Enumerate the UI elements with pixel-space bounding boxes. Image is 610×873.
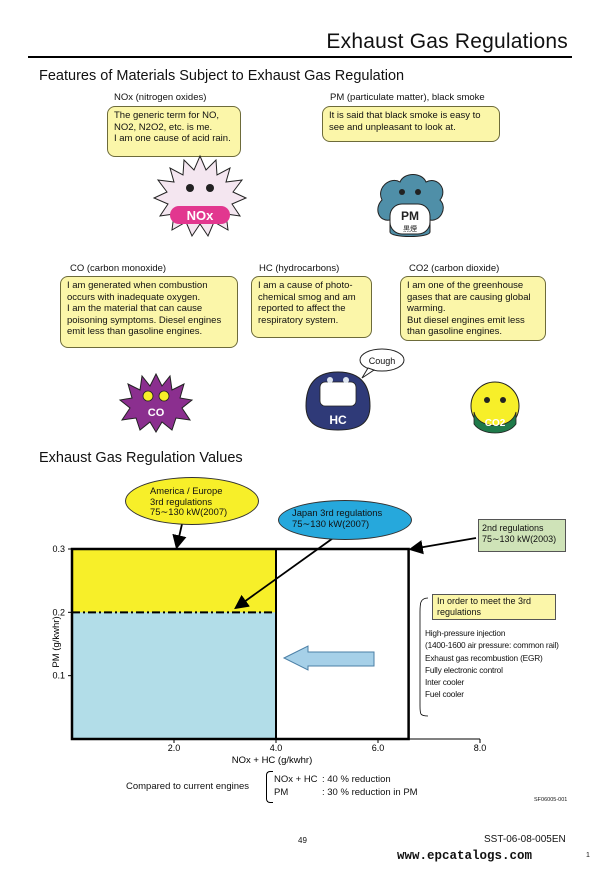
x-tick-label: 4.0	[270, 743, 283, 753]
co-character-icon: CO	[118, 372, 194, 433]
features-heading: Features of Materials Subject to Exhaust…	[39, 68, 405, 84]
america-label-line: 75∼130 kW(2007)	[150, 506, 228, 517]
second-label-line: 75∼130 kW(2003)	[482, 534, 557, 544]
co-badge: CO	[148, 407, 165, 419]
improvement-arrow	[282, 645, 375, 671]
co2-character-icon: CO2	[470, 381, 520, 434]
hc-speech-bubble: I am a cause of photo- chemical smog and…	[251, 276, 372, 338]
co-line: occurs with inadequate oxygen.	[67, 291, 201, 303]
compared-label: Compared to current engines	[126, 781, 250, 792]
y-tick-label: 0.3	[52, 544, 65, 554]
co-line: I am the material that can cause	[67, 303, 203, 315]
measure-item: Fuel cooler	[425, 689, 464, 700]
japan-label-line: 75∼130 kW(2007)	[292, 517, 370, 529]
co-speech-bubble: I am generated when combustion occurs wi…	[60, 276, 238, 348]
reduction-value: : 30 % reduction in PM	[322, 787, 418, 798]
co2-line: warming.	[407, 303, 446, 315]
second-regulations-box: 2nd regulations 75∼130 kW(2003)	[478, 519, 566, 552]
hc-line: respiratory system.	[258, 314, 339, 326]
measure-item: Inter cooler	[425, 677, 465, 688]
meet-regulations-box: In order to meet the 3rd regulations	[432, 594, 556, 620]
x-tick-label: 8.0	[474, 743, 487, 753]
co-line: poisoning symptoms. Diesel engines	[67, 314, 222, 326]
reduction-name: NOx + HC	[274, 774, 318, 785]
x-tick-label: 6.0	[372, 743, 385, 753]
figure-code: SF06005-001	[534, 797, 568, 803]
nox-badge: NOx	[187, 208, 215, 223]
co2-speech-bubble: I am one of the greenhouse gases that ar…	[400, 276, 546, 341]
hc-line: chemical smog and am	[258, 291, 356, 303]
nox-line: NO2, N2O2, etc. is me.	[114, 121, 213, 133]
pm-character-icon: PM 黒煙	[377, 174, 444, 237]
second-label-line: 2nd regulations	[482, 523, 544, 533]
measures-list: High-pressure injection (1400-1600 air p…	[425, 627, 559, 701]
reduction-name: PM	[274, 787, 289, 798]
measure-item: (1400-1600 air pressure: common rail)	[425, 640, 559, 651]
co-line: emit less than gasoline engines.	[67, 326, 203, 338]
pm-speech-bubble: It is said that black smoke is easy to s…	[322, 106, 500, 142]
title-divider	[28, 56, 572, 58]
america-label-line: America / Europe	[150, 485, 223, 496]
nox-character-icon: NOx	[152, 154, 248, 238]
regulation-chart: 2.0 4.0 6.0 8.0 0.1 0.2 0.3 NOx + HC (g/kwhr)…	[51, 523, 487, 766]
hc-character-icon: Cough HC	[305, 348, 405, 431]
y-ticks: 0.1 0.2 0.3	[52, 544, 72, 681]
america-pointer-arrow	[172, 523, 187, 550]
nox-line: The generic term for NO,	[114, 110, 220, 121]
hc-badge: HC	[329, 413, 347, 427]
co-caption: CO (carbon monoxide)	[70, 263, 167, 274]
y-axis-label: PM (g/kwhr)	[51, 616, 62, 667]
pm-line: see and unpleasant to look at.	[329, 121, 456, 133]
america-label-line: 3rd regulations	[150, 495, 213, 507]
meet-label-line: In order to meet the 3rd	[437, 596, 532, 606]
co2-line: than gasoline engines.	[407, 326, 503, 338]
co2-line: I am one of the greenhouse	[407, 280, 524, 291]
document-code: SST-06-08-005EN	[484, 834, 566, 845]
pm-badge: PM	[401, 209, 419, 223]
co-line: I am generated when combustion	[67, 280, 208, 291]
reduction-value: : 40 % reduction	[322, 774, 391, 785]
america-europe-label: America / Europe 3rd regulations 75∼130 …	[150, 485, 228, 518]
co2-line: gases that are causing global	[407, 291, 531, 303]
co2-badge: CO2	[485, 418, 506, 429]
measures-bracket	[419, 597, 429, 717]
japan-label: Japan 3rd regulations 75∼130 kW(2007)	[292, 507, 383, 529]
meet-label-line: regulations	[437, 607, 482, 617]
japan-label-line: Japan 3rd regulations	[292, 507, 383, 518]
co2-line: But diesel engines emit less	[407, 314, 525, 326]
pm-badge-sub: 黒煙	[403, 224, 417, 233]
page-title: Exhaust Gas Regulations	[326, 30, 568, 53]
nox-caption: NOx (nitrogen oxides)	[114, 92, 207, 103]
measure-item: Fully electronic control	[425, 664, 503, 675]
hc-line: reported to affect the	[258, 303, 346, 315]
x-tick-label: 2.0	[168, 743, 181, 753]
japan-pointer-arrow	[234, 535, 337, 610]
x-axis-label: NOx + HC (g/kwhr)	[232, 755, 313, 766]
y-tick-label: 0.1	[52, 671, 65, 681]
reduction-bracket	[266, 771, 273, 803]
hc-caption: HC (hydrocarbons)	[259, 263, 340, 274]
hc-cough-label: Cough	[369, 356, 396, 366]
regulation-heading: Exhaust Gas Regulation Values	[39, 450, 243, 466]
corner-mark: 1	[586, 852, 590, 859]
measure-item: High-pressure injection	[425, 628, 506, 638]
x-ticks: 2.0 4.0 6.0 8.0	[168, 739, 487, 753]
nox-line: I am one cause of acid rain.	[114, 133, 231, 145]
japan-bubble	[278, 500, 412, 540]
co2-caption: CO2 (carbon dioxide)	[409, 263, 500, 274]
pm-line: It is said that black smoke is easy to	[329, 110, 481, 121]
site-watermark: www.epcatalogs.com	[397, 849, 533, 863]
page-number: 49	[298, 836, 307, 845]
y-tick-label: 0.2	[52, 607, 65, 617]
hc-line: I am a cause of photo-	[258, 280, 353, 291]
second-pointer-arrow	[408, 537, 477, 555]
nox-speech-bubble: The generic term for NO, NO2, N2O2, etc.…	[107, 106, 241, 157]
measure-item: Exhaust gas recombustion (EGR)	[425, 652, 543, 663]
pm-caption: PM (particulate matter), black smoke	[330, 92, 485, 103]
america-europe-bubble	[125, 477, 259, 525]
japan-region	[72, 612, 276, 739]
reduction-list: NOx + HC : 40 % reduction PM : 30 % reduct…	[274, 773, 418, 799]
